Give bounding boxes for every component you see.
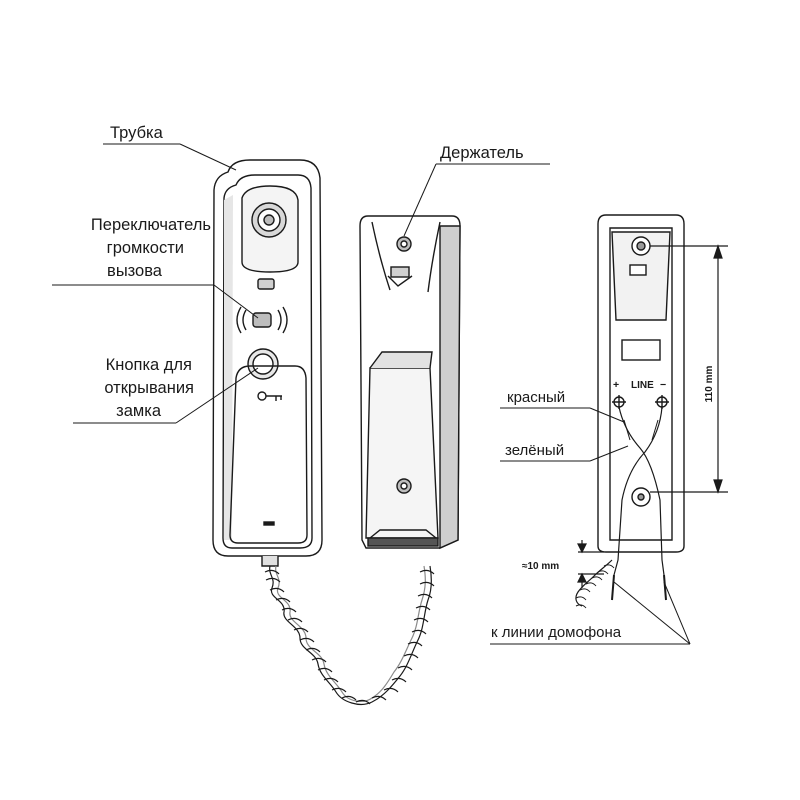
red-wire-label: красный xyxy=(507,389,565,406)
unlock-label-line1: Кнопка для xyxy=(106,356,192,374)
to-line-label: к линии домофона xyxy=(491,624,622,641)
coiled-cord xyxy=(264,565,435,705)
volume-label-line3: вызова xyxy=(107,262,163,280)
green-wire-label: зелёный xyxy=(505,442,564,459)
handset xyxy=(212,159,323,567)
screw-icon xyxy=(396,236,412,252)
volume-label-line2: громкости xyxy=(107,239,184,257)
callout-lines xyxy=(52,143,691,645)
volume-label-line1: Переключатель xyxy=(91,216,211,234)
unlock-label-line2: открывания xyxy=(104,379,194,397)
gap-dimension-label: ≈10 mm xyxy=(522,561,559,572)
holder xyxy=(359,215,461,550)
volume-switch-icon xyxy=(236,306,288,334)
line-mark: LINE xyxy=(631,380,654,391)
key-icon xyxy=(257,391,282,401)
speaker-icon xyxy=(251,202,287,238)
rear-view xyxy=(575,214,685,609)
dimension-10 xyxy=(577,540,604,588)
holder-label: Держатель xyxy=(440,144,524,162)
dimension-110 xyxy=(650,244,728,494)
minus-mark: − xyxy=(660,379,666,391)
height-dimension-label: 110 mm xyxy=(704,366,715,403)
unlock-label-line3: замка xyxy=(116,402,162,420)
plus-mark: + xyxy=(613,379,619,391)
handset-label: Трубка xyxy=(110,124,164,142)
